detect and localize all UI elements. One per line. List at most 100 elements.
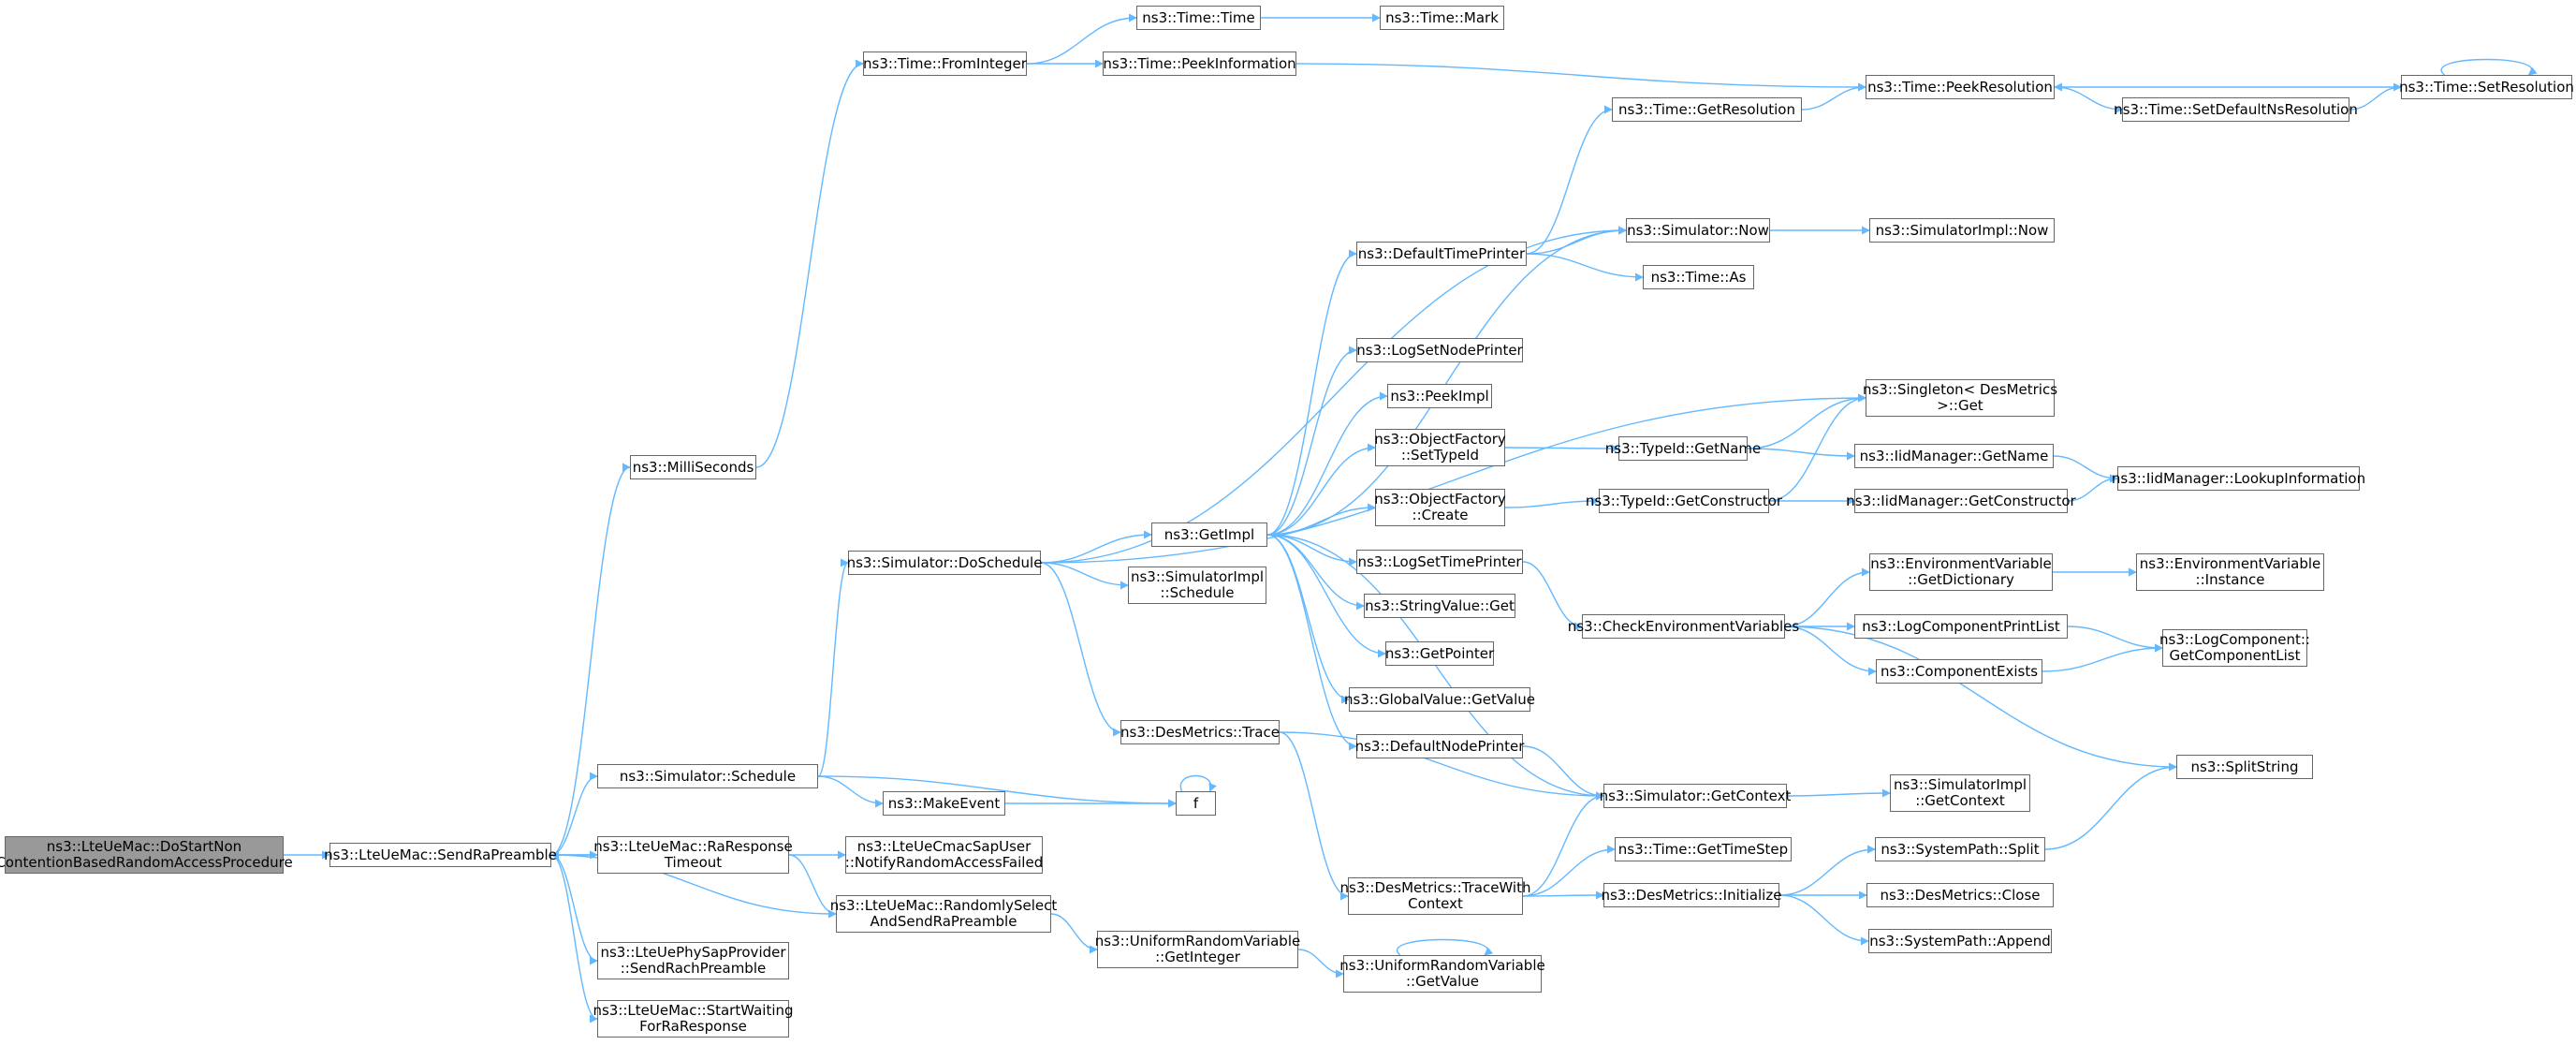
graph-node-simimplsched[interactable]: ns3::SimulatorImpl ::Schedule <box>1128 567 1266 604</box>
edge-defnode-to-simgetctx <box>1522 745 1604 801</box>
edge-getimpl-to-logsettime <box>1266 534 1357 567</box>
graph-node-getinteger[interactable]: ns3::UniformRandomVariable ::GetInteger <box>1095 931 1300 968</box>
edge-doschedule-to-destrace <box>1040 562 1121 737</box>
graph-node-getres[interactable]: ns3::Time::GetResolution <box>1612 97 1802 122</box>
graph-node-setdef[interactable]: ns3::Time::SetDefaultNsResolution <box>2114 97 2358 122</box>
edge-compexists-to-getcomplist <box>2042 643 2163 672</box>
graph-node-peekinfo[interactable]: ns3::Time::PeekInformation <box>1103 52 1296 76</box>
graph-node-iidctor[interactable]: ns3::IidManager::GetConstructor <box>1846 489 2076 513</box>
graph-node-time[interactable]: ns3::Time::Time <box>1136 6 1261 30</box>
edge-simgetctx-to-implgetctx <box>1786 788 1891 798</box>
edge-ofcreate-to-tidctor <box>1504 496 1600 508</box>
graph-node-singleton[interactable]: ns3::Singleton< DesMetrics >::Get <box>1863 379 2057 417</box>
edge-defprinter-to-timeas <box>1526 253 1644 282</box>
graph-node-makeevent[interactable]: ns3::MakeEvent <box>883 791 1005 816</box>
graph-node-compexists[interactable]: ns3::ComponentExists <box>1876 659 2042 684</box>
graph-node-getimpl[interactable]: ns3::GetImpl <box>1151 522 1267 547</box>
graph-node-ofsettype[interactable]: ns3::ObjectFactory ::SetTypeId <box>1374 429 1506 466</box>
edge-fromint-to-time <box>1026 13 1137 65</box>
graph-node-iidname[interactable]: ns3::IidManager::GetName <box>1854 444 2054 468</box>
edge-iidname-to-lookup <box>2053 455 2118 483</box>
graph-node-spappend[interactable]: ns3::SystemPath::Append <box>1868 929 2052 953</box>
graph-node-simnow[interactable]: ns3::Simulator::Now <box>1626 218 1770 243</box>
edge-getimpl-to-ofcreate <box>1266 503 1376 536</box>
edge-getimpl-to-ofsettype <box>1266 443 1376 536</box>
edge-tracewith-to-timestep <box>1522 845 1616 897</box>
edge-tidname-to-iidname <box>1747 448 1855 461</box>
graph-node-spsplit[interactable]: ns3::SystemPath::Split <box>1875 837 2045 861</box>
edge-tidctor-to-singleton <box>1768 393 1866 502</box>
edge-sendra-to-startw <box>550 854 598 1023</box>
edge-randsel-to-sendra <box>550 850 837 915</box>
edge-desinit-to-spappend <box>1778 894 1869 946</box>
graph-node-logsetnode[interactable]: ns3::LogSetNodePrinter <box>1356 338 1523 362</box>
graph-node-sendra[interactable]: ns3::LteUeMac::SendRaPreamble <box>324 843 557 867</box>
graph-node-peekres[interactable]: ns3::Time::PeekResolution <box>1866 75 2055 99</box>
graph-node-strget[interactable]: ns3::StringValue::Get <box>1364 594 1515 618</box>
edge-defprinter-to-getres <box>1526 105 1613 255</box>
graph-node-sched[interactable]: ns3::Simulator::Schedule <box>597 764 818 788</box>
graph-node-logsettime[interactable]: ns3::LogSetTimePrinter <box>1356 550 1523 574</box>
graph-node-logprint[interactable]: ns3::LogComponentPrintList <box>1854 614 2068 639</box>
edge-doschedule-to-singleton <box>1040 393 1866 564</box>
edge-destrace-to-simgetctx <box>1279 731 1604 801</box>
graph-node-envinst[interactable]: ns3::EnvironmentVariable ::Instance <box>2136 553 2324 591</box>
graph-node-startw[interactable]: ns3::LteUeMac::StartWaiting ForRaRespons… <box>593 1000 794 1038</box>
graph-node-mark[interactable]: ns3::Time::Mark <box>1380 6 1504 30</box>
graph-node-randsel[interactable]: ns3::LteUeMac::RandomlySelect AndSendRaP… <box>830 895 1057 933</box>
graph-node-defnode[interactable]: ns3::DefaultNodePrinter <box>1355 734 1524 758</box>
edge-getimpl-to-peekimpl <box>1266 391 1388 536</box>
graph-node-tidctor[interactable]: ns3::TypeId::GetConstructor <box>1586 489 1782 513</box>
graph-node-fromint[interactable]: ns3::Time::FromInteger <box>863 52 1027 76</box>
graph-node-getcomplist[interactable]: ns3::LogComponent:: GetComponentList <box>2159 629 2310 667</box>
edge-peekres-to-setdef <box>2054 86 2123 114</box>
edge-getinteger-to-getvalue <box>1297 949 1344 979</box>
edge-checkenv-to-compexists <box>1784 626 1877 676</box>
graph-node-setres[interactable]: ns3::Time::SetResolution <box>2399 75 2574 99</box>
graph-node-implgetctx[interactable]: ns3::SimulatorImpl ::GetContext <box>1890 774 2030 812</box>
graph-node-raresp[interactable]: ns3::LteUeMac::RaResponse Timeout <box>593 836 793 874</box>
graph-node-root[interactable]: ns3::LteUeMac::DoStartNon ContentionBase… <box>0 836 293 874</box>
edge-sendra-to-milli <box>550 463 631 856</box>
edge-iidctor-to-lookup <box>2067 474 2118 502</box>
graph-node-simgetctx[interactable]: ns3::Simulator::GetContext <box>1600 784 1791 808</box>
graph-node-getvalue[interactable]: ns3::UniformRandomVariable ::GetValue <box>1339 955 1545 993</box>
edge-sendra-to-rach <box>550 854 598 965</box>
graph-node-envdict[interactable]: ns3::EnvironmentVariable ::GetDictionary <box>1869 553 2053 591</box>
graph-node-rach[interactable]: ns3::LteUePhySapProvider ::SendRachPream… <box>597 942 789 979</box>
graph-node-getpointer[interactable]: ns3::GetPointer <box>1385 641 1494 666</box>
edge-getimpl-to-logsetnode <box>1266 346 1357 536</box>
graph-node-peekimpl[interactable]: ns3::PeekImpl <box>1387 384 1492 408</box>
edge-sched-to-doschedule <box>817 558 849 777</box>
edge-tidname-to-singleton <box>1747 393 1866 449</box>
graph-node-f[interactable]: f <box>1176 791 1216 816</box>
edge-f-to-f <box>1179 774 1217 792</box>
graph-node-milli[interactable]: ns3::MilliSeconds <box>630 455 756 479</box>
edge-defprinter-to-simnow <box>1526 226 1627 255</box>
graph-node-notify[interactable]: ns3::LteUeCmacSapUser ::NotifyRandomAcce… <box>845 836 1043 874</box>
graph-node-implnow[interactable]: ns3::SimulatorImpl::Now <box>1869 218 2055 243</box>
edge-ofsettype-to-tidname <box>1504 444 1619 453</box>
graph-node-splitstr[interactable]: ns3::SplitString <box>2176 755 2313 779</box>
graph-node-lookup[interactable]: ns3::IidManager::LookupInformation <box>2112 466 2365 491</box>
edge-doschedule-to-simnow <box>1040 226 1627 564</box>
edge-logprint-to-getcomplist <box>2067 626 2163 653</box>
edge-desinit-to-spsplit <box>1778 845 1876 896</box>
edge-getimpl-to-getpointer <box>1266 534 1386 658</box>
graph-node-desinit[interactable]: ns3::DesMetrics::Initialize <box>1602 883 1781 907</box>
graph-node-desclose[interactable]: ns3::DesMetrics::Close <box>1866 883 2054 907</box>
graph-node-gvget[interactable]: ns3::GlobalValue::GetValue <box>1344 687 1535 712</box>
graph-node-doschedule[interactable]: ns3::Simulator::DoSchedule <box>847 551 1042 575</box>
graph-node-destrace[interactable]: ns3::DesMetrics::Trace <box>1120 720 1280 744</box>
graph-node-tidname[interactable]: ns3::TypeId::GetName <box>1605 436 1761 461</box>
graph-node-checkenv[interactable]: ns3::CheckEnvironmentVariables <box>1568 614 1799 639</box>
graph-node-timeas[interactable]: ns3::Time::As <box>1643 265 1754 289</box>
graph-node-ofcreate[interactable]: ns3::ObjectFactory ::Create <box>1374 489 1506 526</box>
graph-node-tracewith[interactable]: ns3::DesMetrics::TraceWith Context <box>1340 877 1531 915</box>
graph-node-timestep[interactable]: ns3::Time::GetTimeStep <box>1615 837 1792 861</box>
graph-node-defprinter[interactable]: ns3::DefaultTimePrinter <box>1356 242 1527 266</box>
edge-getimpl-to-defprinter <box>1266 249 1357 536</box>
edge-destrace-to-tracewith <box>1279 731 1349 901</box>
edge-spsplit-to-splitstr <box>2044 762 2177 850</box>
